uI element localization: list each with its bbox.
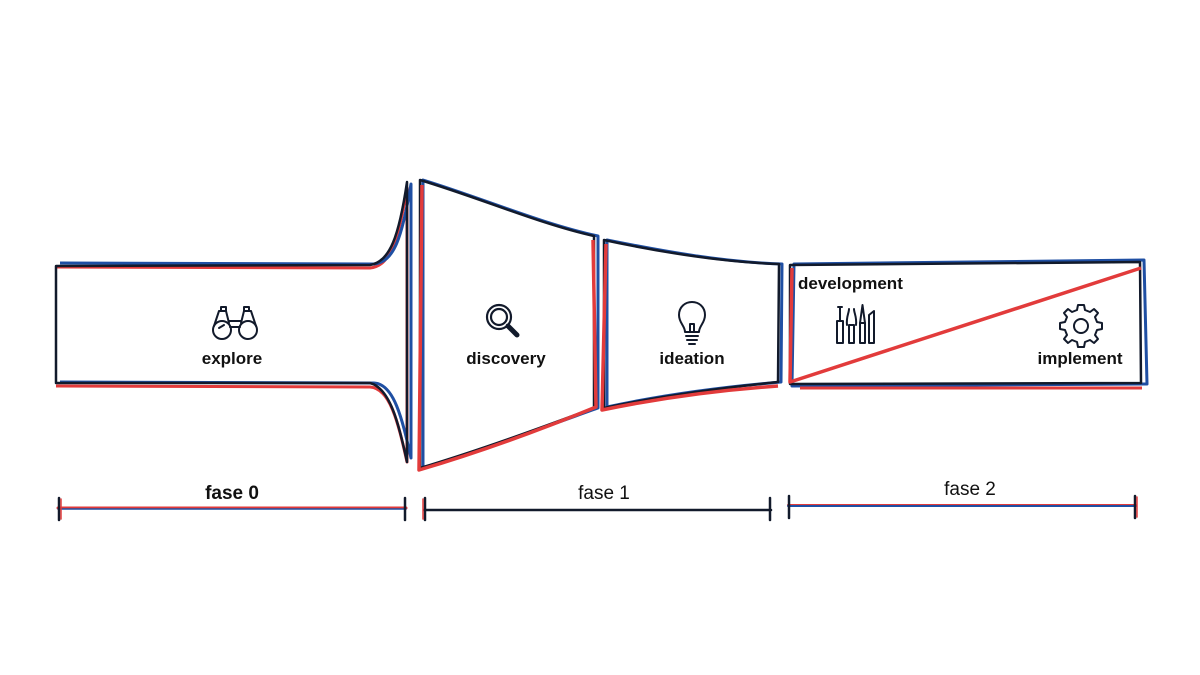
discovery-label: discovery xyxy=(466,349,546,368)
implement-label: implement xyxy=(1037,349,1122,368)
development-implement-shape xyxy=(788,258,1149,390)
phase-label-1: fase 1 xyxy=(578,483,630,504)
phase-bracket-2 xyxy=(787,494,1138,520)
phase-bracket-1 xyxy=(422,496,773,522)
tools-icon xyxy=(836,304,875,344)
gear-icon xyxy=(1059,304,1103,348)
phase-bracket-0 xyxy=(56,496,408,522)
explore-shape xyxy=(54,180,413,464)
discovery-shape xyxy=(417,178,600,472)
lightbulb-icon xyxy=(678,301,706,345)
development-label: development xyxy=(798,274,903,293)
ideation-shape xyxy=(600,238,784,412)
magnifier-icon xyxy=(485,303,520,338)
phase-label-0: fase 0 xyxy=(205,483,259,504)
phase-label-2: fase 2 xyxy=(944,479,996,500)
ideation-label: ideation xyxy=(659,349,724,368)
binoculars-icon xyxy=(212,306,258,340)
explore-label: explore xyxy=(202,349,262,368)
